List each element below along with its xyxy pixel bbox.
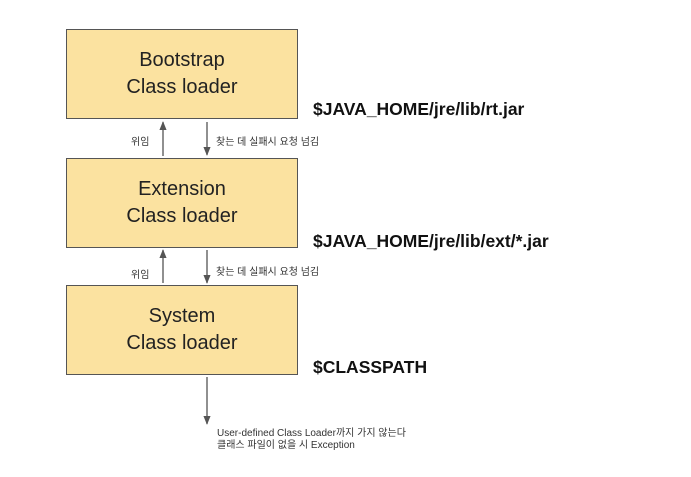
extension-loader-name: Extension [138,178,226,200]
bootstrap-path-label: $JAVA_HOME/jre/lib/rt.jar [313,99,525,119]
system-loader-subtitle: Class loader [126,332,238,354]
bootstrap-loader-subtitle: Class loader [126,76,238,98]
extension-loader-subtitle: Class loader [126,205,238,227]
forward-label-2: 찾는 데 실패시 요청 넘김 [216,267,320,278]
forward-label-1: 찾는 데 실패시 요청 넘김 [216,137,320,148]
footnote: User-defined Class Loader까지 가지 않는다 클래스 파… [217,428,406,452]
system-loader-name: System [148,305,216,327]
extension-path-label: $JAVA_HOME/jre/lib/ext/*.jar [313,231,549,251]
system-path-label: $CLASSPATH [313,357,428,377]
delegate-label-2: 위임 [131,270,150,281]
extension-class-loader-box: Extension Class loader [66,158,298,248]
footnote-line-2: 클래스 파일이 없을 시 Exception [217,440,355,451]
bootstrap-loader-name: Bootstrap [139,49,225,71]
footnote-line-1: User-defined Class Loader까지 가지 않는다 [217,428,406,439]
delegate-label-1: 위임 [131,137,150,148]
bootstrap-class-loader-box: Bootstrap Class loader [66,29,298,119]
system-class-loader-box: System Class loader [66,285,298,375]
